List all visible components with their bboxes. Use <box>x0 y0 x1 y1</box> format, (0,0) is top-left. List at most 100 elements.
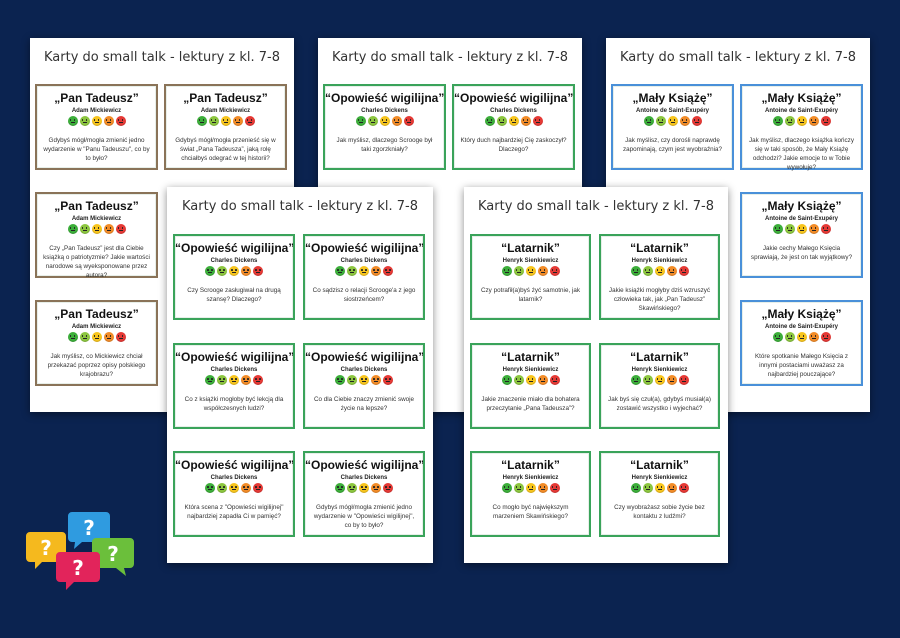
happy-face-icon <box>513 483 524 493</box>
sad-face-icon <box>232 116 243 126</box>
card-question: Jak byś się czuł(a), gdybyś musiał(a) zo… <box>608 396 711 413</box>
happy-face-icon <box>208 116 219 126</box>
neutral-face-icon <box>91 332 102 342</box>
angry-face-icon <box>115 224 126 234</box>
card-question: Gdybyś mógł/mogła przenieść się w świat … <box>175 137 276 163</box>
very-happy-face-icon <box>335 483 345 493</box>
svg-text:?: ? <box>107 542 119 566</box>
angry-face-icon <box>549 266 560 276</box>
card-question: Czy wyobrażasz sobie życie bez kontaktu … <box>614 504 705 521</box>
neutral-face-icon <box>229 266 239 276</box>
svg-text:?: ? <box>72 556 84 580</box>
neutral-face-icon <box>525 266 536 276</box>
emotion-faces <box>305 483 423 493</box>
emotion-faces <box>454 116 573 126</box>
card-question: Co sądzisz o relacji Scrooge'a z jego si… <box>312 287 416 304</box>
angry-face-icon <box>820 332 831 342</box>
sheet-title: Karty do small talk - lektury z kl. 7-8 <box>331 50 569 65</box>
card-author: Antoine de Saint-Exupéry <box>635 108 709 114</box>
sad-face-icon <box>371 375 381 385</box>
card-author: Henryk Sienkiewicz <box>631 258 688 264</box>
happy-face-icon <box>784 332 795 342</box>
emotion-faces <box>613 116 732 126</box>
neutral-face-icon <box>667 116 678 126</box>
card-author: Charles Dickens <box>210 367 258 373</box>
emotion-faces <box>37 224 156 234</box>
sheet-title: Karty do small talk - lektury z kl. 7-8 <box>43 50 281 65</box>
angry-face-icon <box>678 375 689 385</box>
emotion-faces <box>472 483 589 493</box>
angry-face-icon <box>383 375 393 385</box>
card-title: „Mały Książę” <box>761 199 842 213</box>
sad-face-icon <box>679 116 690 126</box>
emotion-faces <box>601 375 718 385</box>
speech-bubble-green-icon: ? <box>92 538 134 576</box>
sad-face-icon <box>241 266 251 276</box>
sad-face-icon <box>666 483 677 493</box>
card-question: Jak myślisz, dlaczego książka kończy się… <box>749 137 854 172</box>
emotion-faces <box>472 375 589 385</box>
card-author: Charles Dickens <box>340 367 388 373</box>
angry-face-icon <box>820 116 831 126</box>
speech-bubbles-logo: ? ? ? ? <box>26 512 134 590</box>
happy-face-icon <box>79 224 90 234</box>
neutral-face-icon <box>654 266 665 276</box>
card-author: Adam Mickiewicz <box>71 324 122 330</box>
card-title: “Opowieść wigilijna” <box>454 91 573 105</box>
happy-face-icon <box>347 375 357 385</box>
card-author: Henryk Sienkiewicz <box>502 367 559 373</box>
angry-face-icon <box>549 483 560 493</box>
happy-face-icon <box>79 332 90 342</box>
happy-face-icon <box>217 266 227 276</box>
sad-face-icon <box>241 375 251 385</box>
card-title: “Latarnik” <box>630 350 689 364</box>
happy-face-icon <box>496 116 507 126</box>
happy-face-icon <box>217 483 227 493</box>
very-happy-face-icon <box>772 332 783 342</box>
neutral-face-icon <box>796 116 807 126</box>
sad-face-icon <box>666 266 677 276</box>
card-author: Charles Dickens <box>361 108 408 114</box>
very-happy-face-icon <box>772 116 783 126</box>
card-title: „Mały Książę” <box>761 91 842 105</box>
angry-face-icon <box>383 483 393 493</box>
very-happy-face-icon <box>501 375 512 385</box>
emotion-faces <box>325 116 444 126</box>
neutral-face-icon <box>359 375 369 385</box>
card-author: Charles Dickens <box>210 475 258 481</box>
card-title: “Latarnik” <box>501 458 560 472</box>
angry-face-icon <box>403 116 414 126</box>
neutral-face-icon <box>508 116 519 126</box>
emotion-faces <box>175 483 293 493</box>
sad-face-icon <box>371 483 381 493</box>
angry-face-icon <box>691 116 702 126</box>
emotion-faces <box>175 266 293 276</box>
sad-face-icon <box>666 375 677 385</box>
card-title: „Pan Tadeusz” <box>54 91 139 105</box>
card-question: Gdybyś mógł/mogła zmienić jedno wydarzen… <box>313 504 415 530</box>
happy-face-icon <box>513 375 524 385</box>
very-happy-face-icon <box>67 116 78 126</box>
card-title: “Opowieść wigilijna” <box>305 458 423 472</box>
svg-text:?: ? <box>83 516 95 540</box>
neutral-face-icon <box>379 116 390 126</box>
card-question: Jak myślisz, dlaczego Scrooge był taki z… <box>336 137 433 154</box>
sad-face-icon <box>808 224 819 234</box>
card-question: Który duch najbardziej Cię zaskoczył? Dl… <box>460 137 567 154</box>
very-happy-face-icon <box>67 224 78 234</box>
neutral-face-icon <box>220 116 231 126</box>
card-title: „Mały Książę” <box>632 91 713 105</box>
sad-face-icon <box>808 116 819 126</box>
card-question: Co z książki mogłoby być lekcją dla wspó… <box>184 396 284 413</box>
